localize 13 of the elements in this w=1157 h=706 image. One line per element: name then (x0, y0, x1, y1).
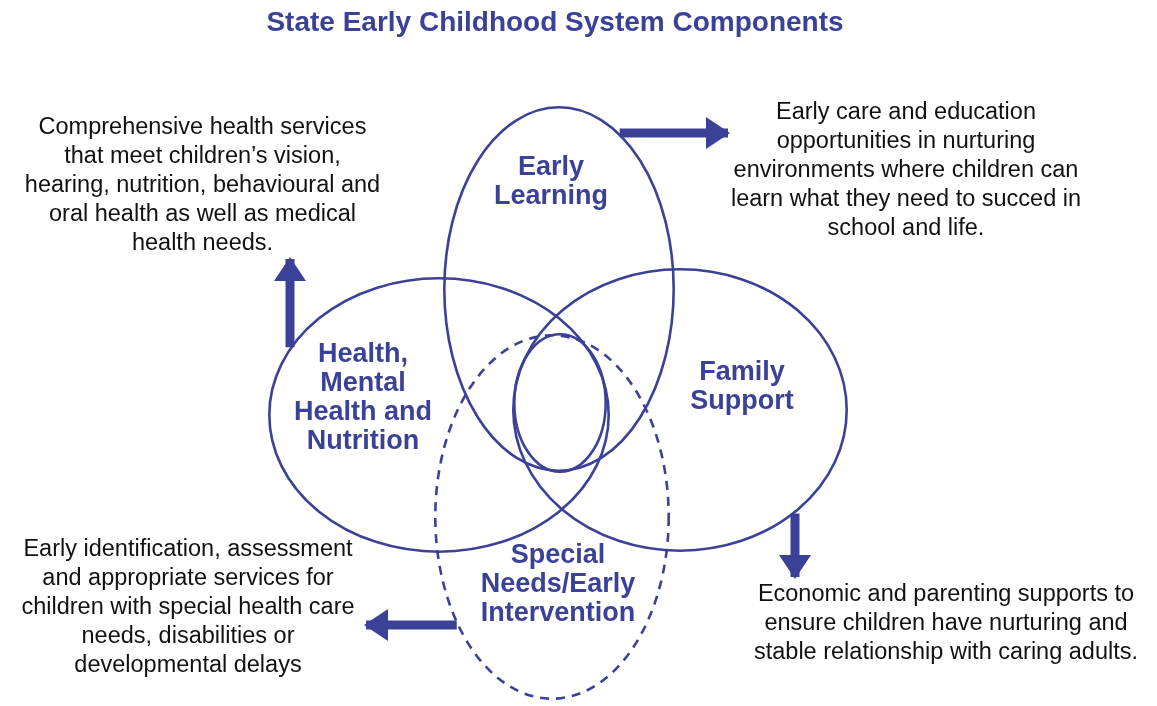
description-text: Early care and education opportunities in nurturing environments where children can learn what they need to succed in school and life. (730, 97, 1082, 242)
arrow (619, 117, 730, 149)
circle-label: Special Needs/Early Intervention (479, 539, 637, 627)
arrow (364, 609, 457, 641)
circle-label: Early Learning (493, 152, 609, 210)
arrow (274, 257, 306, 348)
description-text: Comprehensive health services that meet children’s vision, hearing, nutrition, behavioural and oral health as well as medical health needs. (20, 112, 385, 257)
description-text: Early identification, assessment and appropriate services for children with special health care needs, disabilities or developmental delays (12, 534, 364, 679)
description-text: Economic and parenting supports to ensure children have nurturing and stable relationship with caring adults. (745, 579, 1147, 666)
diagram-title: State Early Childhood System Components (265, 6, 845, 38)
arrow (779, 513, 811, 579)
circle-label: Family Support (689, 357, 795, 415)
circle-label: Health, Mental Health and Nutrition (293, 339, 433, 455)
